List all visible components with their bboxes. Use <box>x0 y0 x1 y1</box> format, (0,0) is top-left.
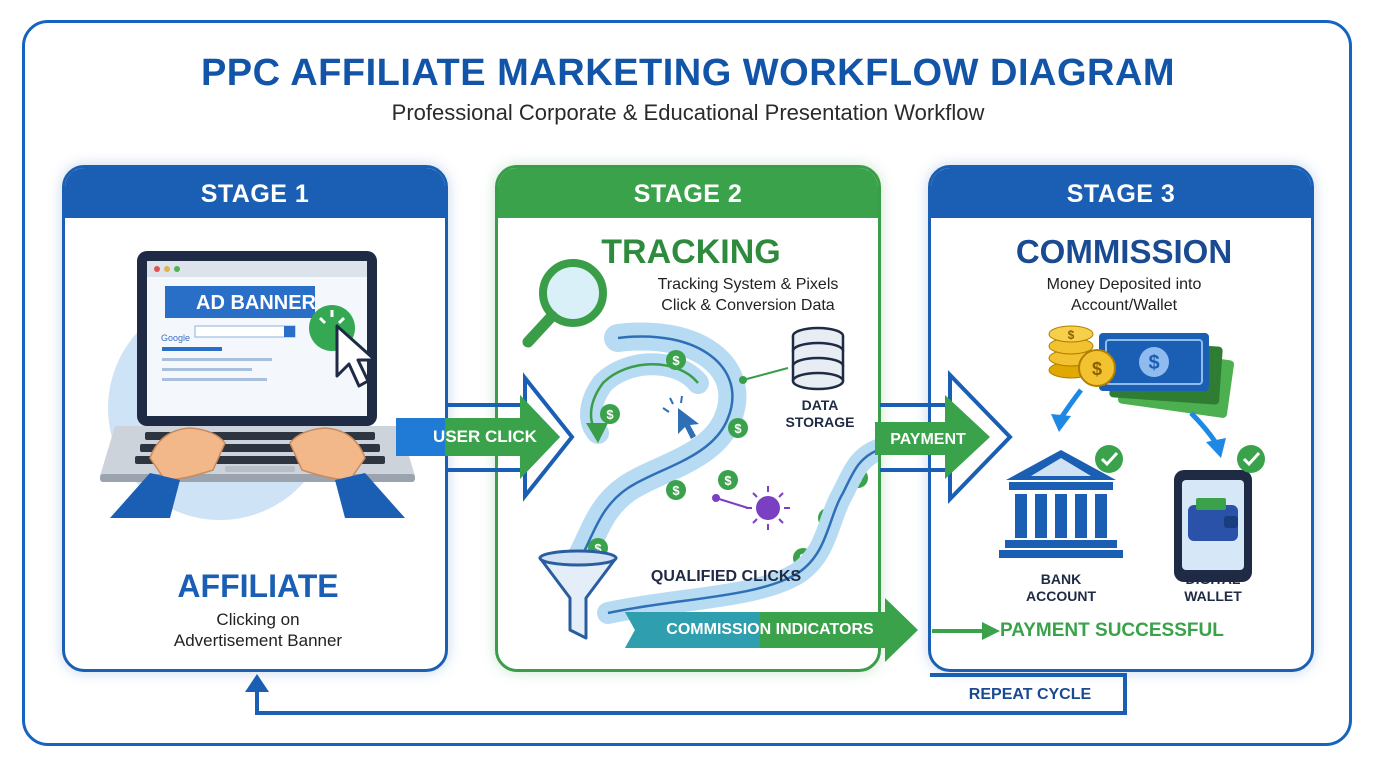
wallet-label-line-2: WALLET <box>1184 588 1242 604</box>
tracking-illustration: $$$ $$$ $$$ <box>522 259 878 640</box>
gold-coins: $ $ <box>1048 325 1116 387</box>
repeat-cycle-arrow <box>255 673 1127 715</box>
svg-text:$: $ <box>1068 328 1075 342</box>
qualified-clicks-label: QUALIFIED CLICKS <box>650 568 802 585</box>
payment-successful-arrow <box>982 622 1000 640</box>
bank-label-line-2: ACCOUNT <box>1026 588 1096 604</box>
right-sleeve <box>335 473 405 518</box>
ad-banner <box>165 286 315 318</box>
svg-text:$: $ <box>672 483 680 498</box>
database-icon <box>791 326 845 391</box>
bank-label-line-1: BANK <box>1040 571 1082 587</box>
ad-banner-label: AD BANNER <box>196 292 316 314</box>
svg-text:$: $ <box>1148 352 1159 374</box>
wallet-icon <box>1188 505 1238 541</box>
mouse-cursor <box>335 324 377 388</box>
repeat-cycle-label: REPEAT CYCLE <box>968 686 1092 703</box>
svg-text:$: $ <box>734 421 742 436</box>
diagram-title: PPC AFFILIATE MARKETING WORKFLOW DIAGRAM <box>200 52 1176 94</box>
bank-check-icon <box>1095 445 1123 473</box>
search-button <box>284 326 295 337</box>
stage-3-desc-line-1: Money Deposited into <box>1046 276 1202 293</box>
stage-1-desc-line-1: Clicking on <box>216 610 300 629</box>
stage-3-desc-line-2: Account/Wallet <box>1070 297 1178 314</box>
search-logo-text: Google <box>161 333 191 343</box>
tracking-cursor-icon <box>678 408 699 439</box>
svg-text:$: $ <box>724 473 732 488</box>
stage-3-title: COMMISSION <box>1015 233 1233 270</box>
stage-1-card: STAGE 1 AD BANNER <box>62 165 448 672</box>
stage-2-desc-line-1: Tracking System & Pixels <box>657 276 839 293</box>
svg-text:$: $ <box>672 353 680 368</box>
wallet-label-line-1: DIGITAL <box>1185 571 1241 587</box>
stage-1-title: AFFILIATE <box>177 568 339 604</box>
payment-arrow <box>875 395 990 479</box>
left-sleeve <box>110 473 180 518</box>
stage-1-desc-line-2: Advertisement Banner <box>173 631 343 650</box>
commission-indicators-label: COMMISSION INDICATORS <box>666 621 874 638</box>
diagram-frame <box>22 20 1352 746</box>
stage-2-header: STAGE 2 <box>498 168 878 218</box>
svg-text:$: $ <box>594 541 602 556</box>
browser-bar <box>147 261 367 277</box>
hands <box>149 427 366 481</box>
stage-1-header: STAGE 1 <box>65 168 445 218</box>
svg-text:$: $ <box>606 407 614 422</box>
payment-label: PAYMENT <box>890 431 966 448</box>
wallet-check-icon <box>1237 445 1265 473</box>
data-storage-line-1: DATA <box>801 397 839 413</box>
data-storage-line-2: STORAGE <box>785 414 855 430</box>
svg-text:$: $ <box>1092 359 1102 379</box>
payment-successful-label: PAYMENT SUCCESSFUL <box>1000 620 1224 641</box>
user-click-label: USER CLICK <box>433 427 537 446</box>
stage-2-desc-line-2: Click & Conversion Data <box>661 297 835 314</box>
laptop-illustration <box>100 251 415 520</box>
stage-2-title: TRACKING <box>601 233 781 271</box>
stage-3-header: STAGE 3 <box>931 168 1311 218</box>
diagram-subtitle: Professional Corporate & Educational Pre… <box>391 100 985 125</box>
repeat-cycle-arrowhead <box>245 674 269 692</box>
magnifier-icon <box>539 259 607 327</box>
commission-illustration: $ $ $ <box>999 325 1265 582</box>
tracking-pixel-icon <box>756 496 780 520</box>
